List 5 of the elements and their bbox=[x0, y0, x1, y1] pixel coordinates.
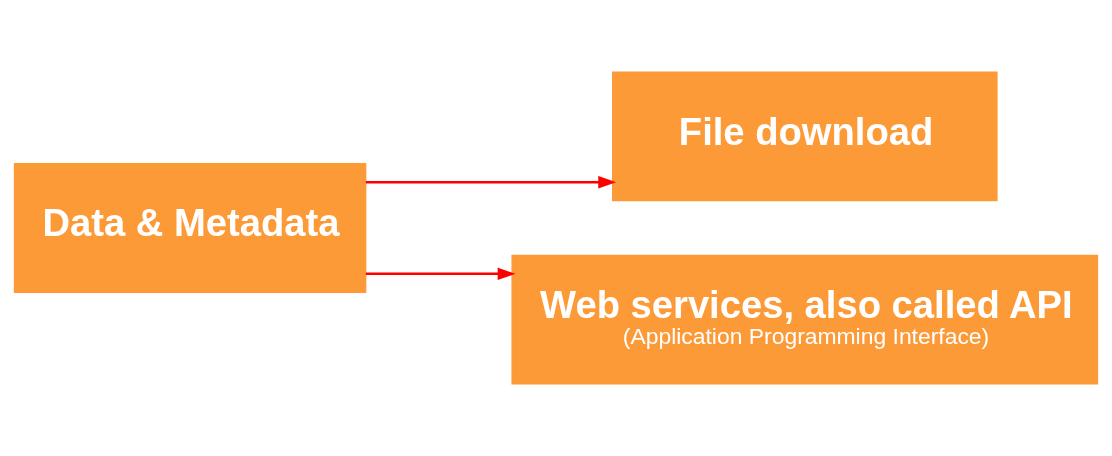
node-box: Data & Metadata bbox=[13, 163, 367, 293]
node-box: File download bbox=[612, 71, 998, 202]
arrow bbox=[365, 267, 516, 281]
arrow bbox=[365, 175, 617, 189]
node-box: Web services, also called API (Application Programming Interface) bbox=[511, 254, 1099, 385]
